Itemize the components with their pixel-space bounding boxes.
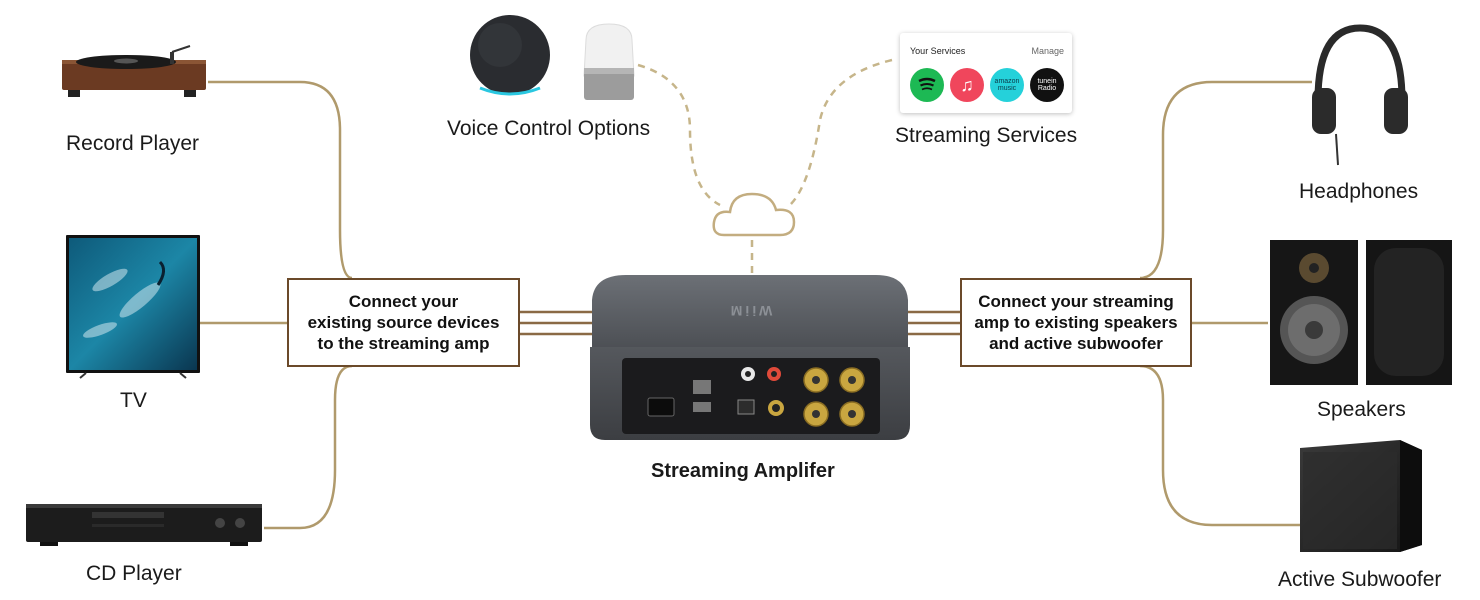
source-box-line-3: to the streaming amp bbox=[317, 334, 490, 353]
tunein-icon: tunein Radio bbox=[1030, 68, 1064, 102]
output-box-line-2: amp to existing speakers bbox=[974, 313, 1178, 332]
apple-music-icon: ♫ bbox=[950, 68, 984, 102]
amazon-music-icon: amazon music bbox=[990, 68, 1024, 102]
output-connection-lines bbox=[1139, 80, 1312, 527]
amplifier-label: Streaming Amplifer bbox=[651, 460, 835, 482]
output-box-line-1: Connect your streaming bbox=[978, 292, 1174, 311]
streaming-amplifier-image: WiiM bbox=[590, 275, 910, 440]
cd-player-label: CD Player bbox=[86, 562, 182, 585]
tv-image bbox=[66, 235, 200, 379]
source-box-line-1: Connect your bbox=[348, 292, 459, 311]
voice-control-label: Voice Control Options bbox=[447, 117, 651, 140]
svg-text:WiiM: WiiM bbox=[728, 303, 773, 319]
speakers-image bbox=[1270, 240, 1452, 385]
streaming-services-card: Your Services Manage ♫ amazon music tune… bbox=[900, 33, 1072, 113]
headphones-label: Headphones bbox=[1299, 180, 1419, 203]
record-player-label: Record Player bbox=[66, 132, 200, 155]
speakers-label: Speakers bbox=[1317, 398, 1406, 421]
amp-connection-lines bbox=[520, 310, 960, 336]
smart-speaker-google-image bbox=[583, 23, 635, 100]
services-card-title: Your Services bbox=[910, 46, 966, 56]
source-devices-box: Connect your existing source devices to … bbox=[287, 278, 520, 367]
smart-speaker-echo-image bbox=[470, 15, 550, 96]
wireless-dashed-lines bbox=[637, 58, 893, 278]
output-box-line-3: and active subwoofer bbox=[989, 334, 1163, 353]
source-box-line-2: existing source devices bbox=[307, 313, 500, 332]
source-connection-lines bbox=[200, 80, 353, 530]
spotify-icon bbox=[910, 68, 944, 102]
services-card-manage: Manage bbox=[1031, 46, 1064, 56]
tv-label: TV bbox=[120, 389, 147, 412]
subwoofer-label: Active Subwoofer bbox=[1278, 568, 1442, 591]
cloud-icon bbox=[712, 192, 796, 237]
streaming-services-label: Streaming Services bbox=[895, 124, 1078, 147]
headphones-image bbox=[1312, 24, 1408, 166]
output-devices-box: Connect your streaming amp to existing s… bbox=[960, 278, 1192, 367]
subwoofer-image bbox=[1300, 440, 1422, 552]
record-player-image bbox=[62, 45, 206, 97]
cd-player-image bbox=[26, 504, 262, 546]
